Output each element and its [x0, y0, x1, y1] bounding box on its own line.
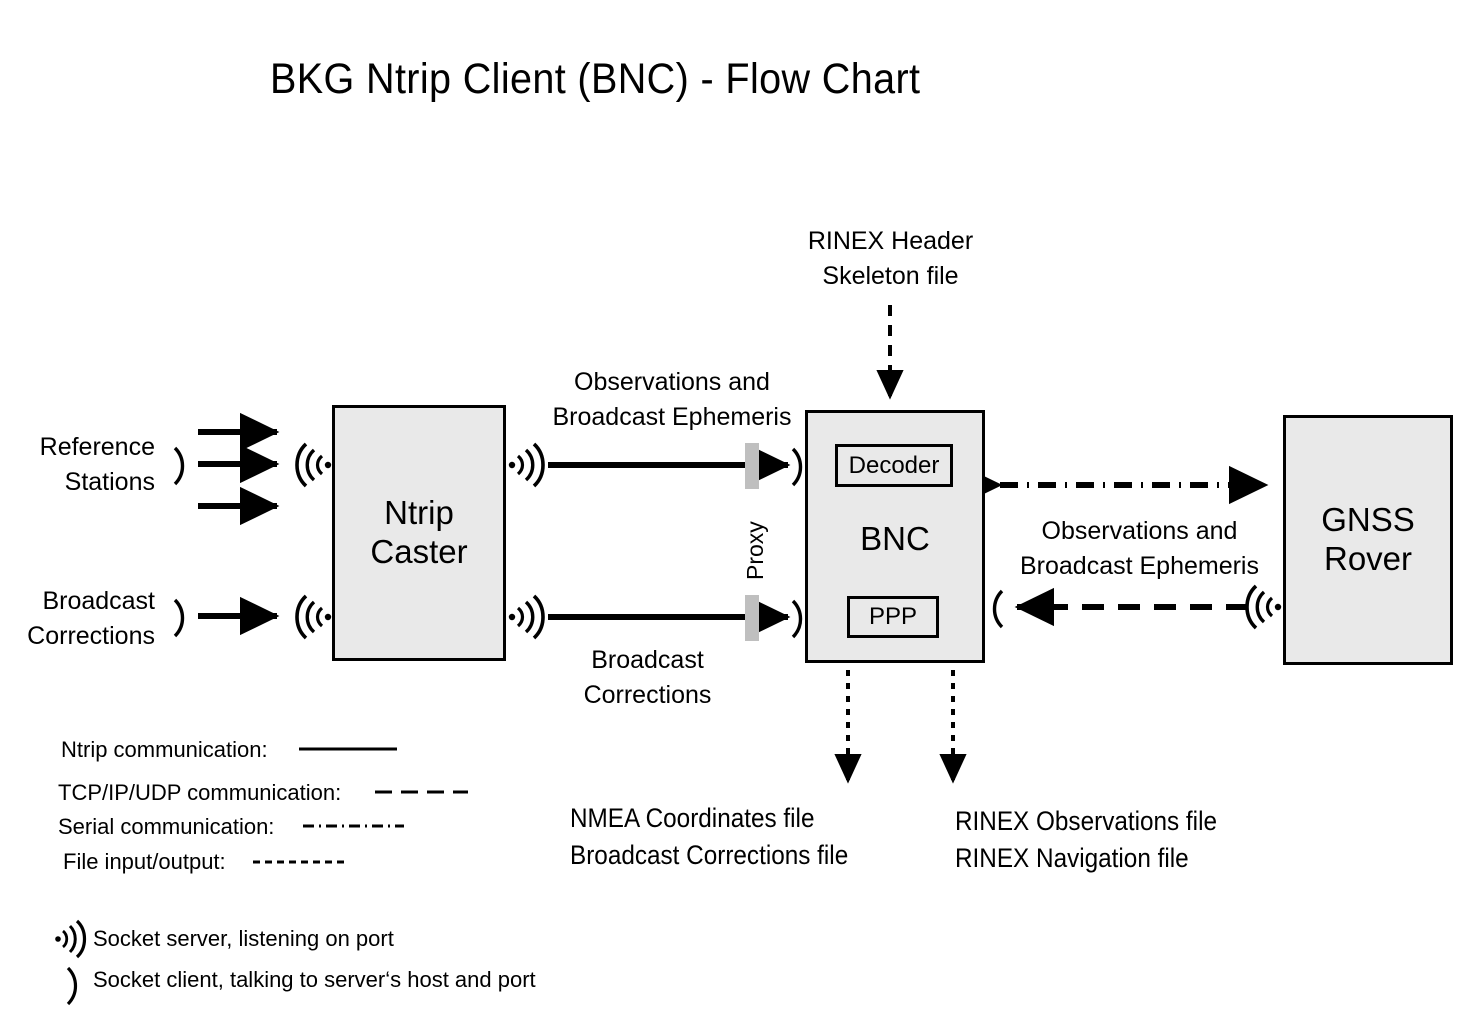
label-reference-stations-line2: Stations [64, 467, 155, 496]
label-rinex-header-line2: Skeleton file [822, 261, 959, 290]
label-obs-eph-top-line2: Broadcast Ephemeris [552, 402, 792, 431]
socket-server-icon-caster-out-1 [508, 442, 545, 488]
label-broadcast-corrections-mid-line1: Broadcast [591, 646, 704, 674]
label-broadcast-corrections-input: Broadcast Corrections [0, 584, 155, 653]
label-broadcast-corrections-mid-line2: Corrections [583, 680, 712, 709]
label-rinex-header-line1: RINEX Header [807, 227, 974, 255]
legend-label-file: File input/output: [63, 849, 226, 874]
label-reference-stations-line1: Reference [39, 433, 155, 461]
socket-client-icon-bnc-in-1 [791, 447, 803, 487]
node-bnc-decoder-label: Decoder [848, 451, 940, 479]
node-ntrip-caster-line2: Caster [370, 533, 468, 570]
node-bnc-ppp-label: PPP [868, 603, 918, 630]
label-obs-eph-top-line1: Observations and [574, 368, 770, 396]
label-broadcast-corrections-mid: Broadcast Corrections [555, 643, 740, 712]
socket-client-icon-bnc-rover [992, 589, 1004, 629]
legend-label-serial: Serial communication: [58, 814, 275, 839]
label-broadcast-corrections-input-line1: Broadcast [42, 587, 155, 615]
label-output-nmea-line1: NMEA Coordinates file [570, 803, 815, 833]
proxy-bar-observations [745, 443, 759, 489]
label-rinex-header-skeleton: RINEX Header Skeleton file [778, 224, 1003, 293]
label-output-rinex-files: RINEX Observations file RINEX Navigation… [955, 803, 1252, 878]
legend-socket-client-icon [66, 966, 78, 1006]
label-output-rinex-line1: RINEX Observations file [955, 806, 1217, 836]
node-gnss-rover-label: GNSS Rover [1321, 501, 1415, 579]
node-gnss-rover-line2: Rover [1323, 540, 1413, 577]
legend-label-socket-client: Socket client, talking to server‘s host … [93, 967, 536, 992]
legend-label-ntrip: Ntrip communication: [61, 737, 268, 762]
label-observations-and-ephemeris-right: Observations and Broadcast Ephemeris [1012, 514, 1267, 583]
label-observations-and-ephemeris-top: Observations and Broadcast Ephemeris [528, 365, 816, 434]
label-output-nmea-files: NMEA Coordinates file Broadcast Correcti… [570, 800, 867, 875]
page-title: BKG Ntrip Client (BNC) - Flow Chart [270, 55, 921, 103]
node-bnc-label: BNC [860, 520, 930, 558]
proxy-label: Proxy [742, 521, 768, 580]
socket-server-icon-caster-in-1 [295, 442, 332, 488]
socket-server-icon-caster-in-2 [295, 594, 332, 640]
legend-socket-server-icon [55, 919, 87, 959]
socket-client-icon-refstations [173, 446, 185, 486]
label-obs-eph-right-line2: Broadcast Ephemeris [1019, 551, 1259, 580]
node-ntrip-caster-line1: Ntrip [384, 494, 454, 532]
label-output-rinex-line2: RINEX Navigation file [955, 843, 1189, 874]
node-ntrip-caster[interactable]: Ntrip Caster [332, 405, 506, 661]
label-obs-eph-right-line1: Observations and [1041, 517, 1238, 545]
socket-client-icon-bnc-in-2 [791, 599, 803, 639]
socket-server-icon-rover [1245, 584, 1282, 630]
legend-label-tcpip: TCP/IP/UDP communication: [58, 780, 342, 805]
legend-label-socket-server: Socket server, listening on port [93, 926, 394, 951]
node-gnss-rover-line1: GNSS [1321, 501, 1415, 539]
label-output-nmea-line2: Broadcast Corrections file [570, 840, 849, 871]
socket-server-icon-caster-out-2 [508, 594, 545, 640]
node-bnc-ppp[interactable]: PPP [847, 596, 939, 638]
node-ntrip-caster-label: Ntrip Caster [370, 494, 467, 572]
label-broadcast-corrections-input-line2: Corrections [27, 621, 155, 650]
label-reference-stations: Reference Stations [0, 430, 155, 499]
node-gnss-rover[interactable]: GNSS Rover [1283, 415, 1453, 665]
node-bnc-decoder[interactable]: Decoder [835, 444, 953, 487]
socket-client-icon-broadcastcorrections [173, 598, 185, 638]
proxy-bar-corrections [745, 595, 759, 641]
